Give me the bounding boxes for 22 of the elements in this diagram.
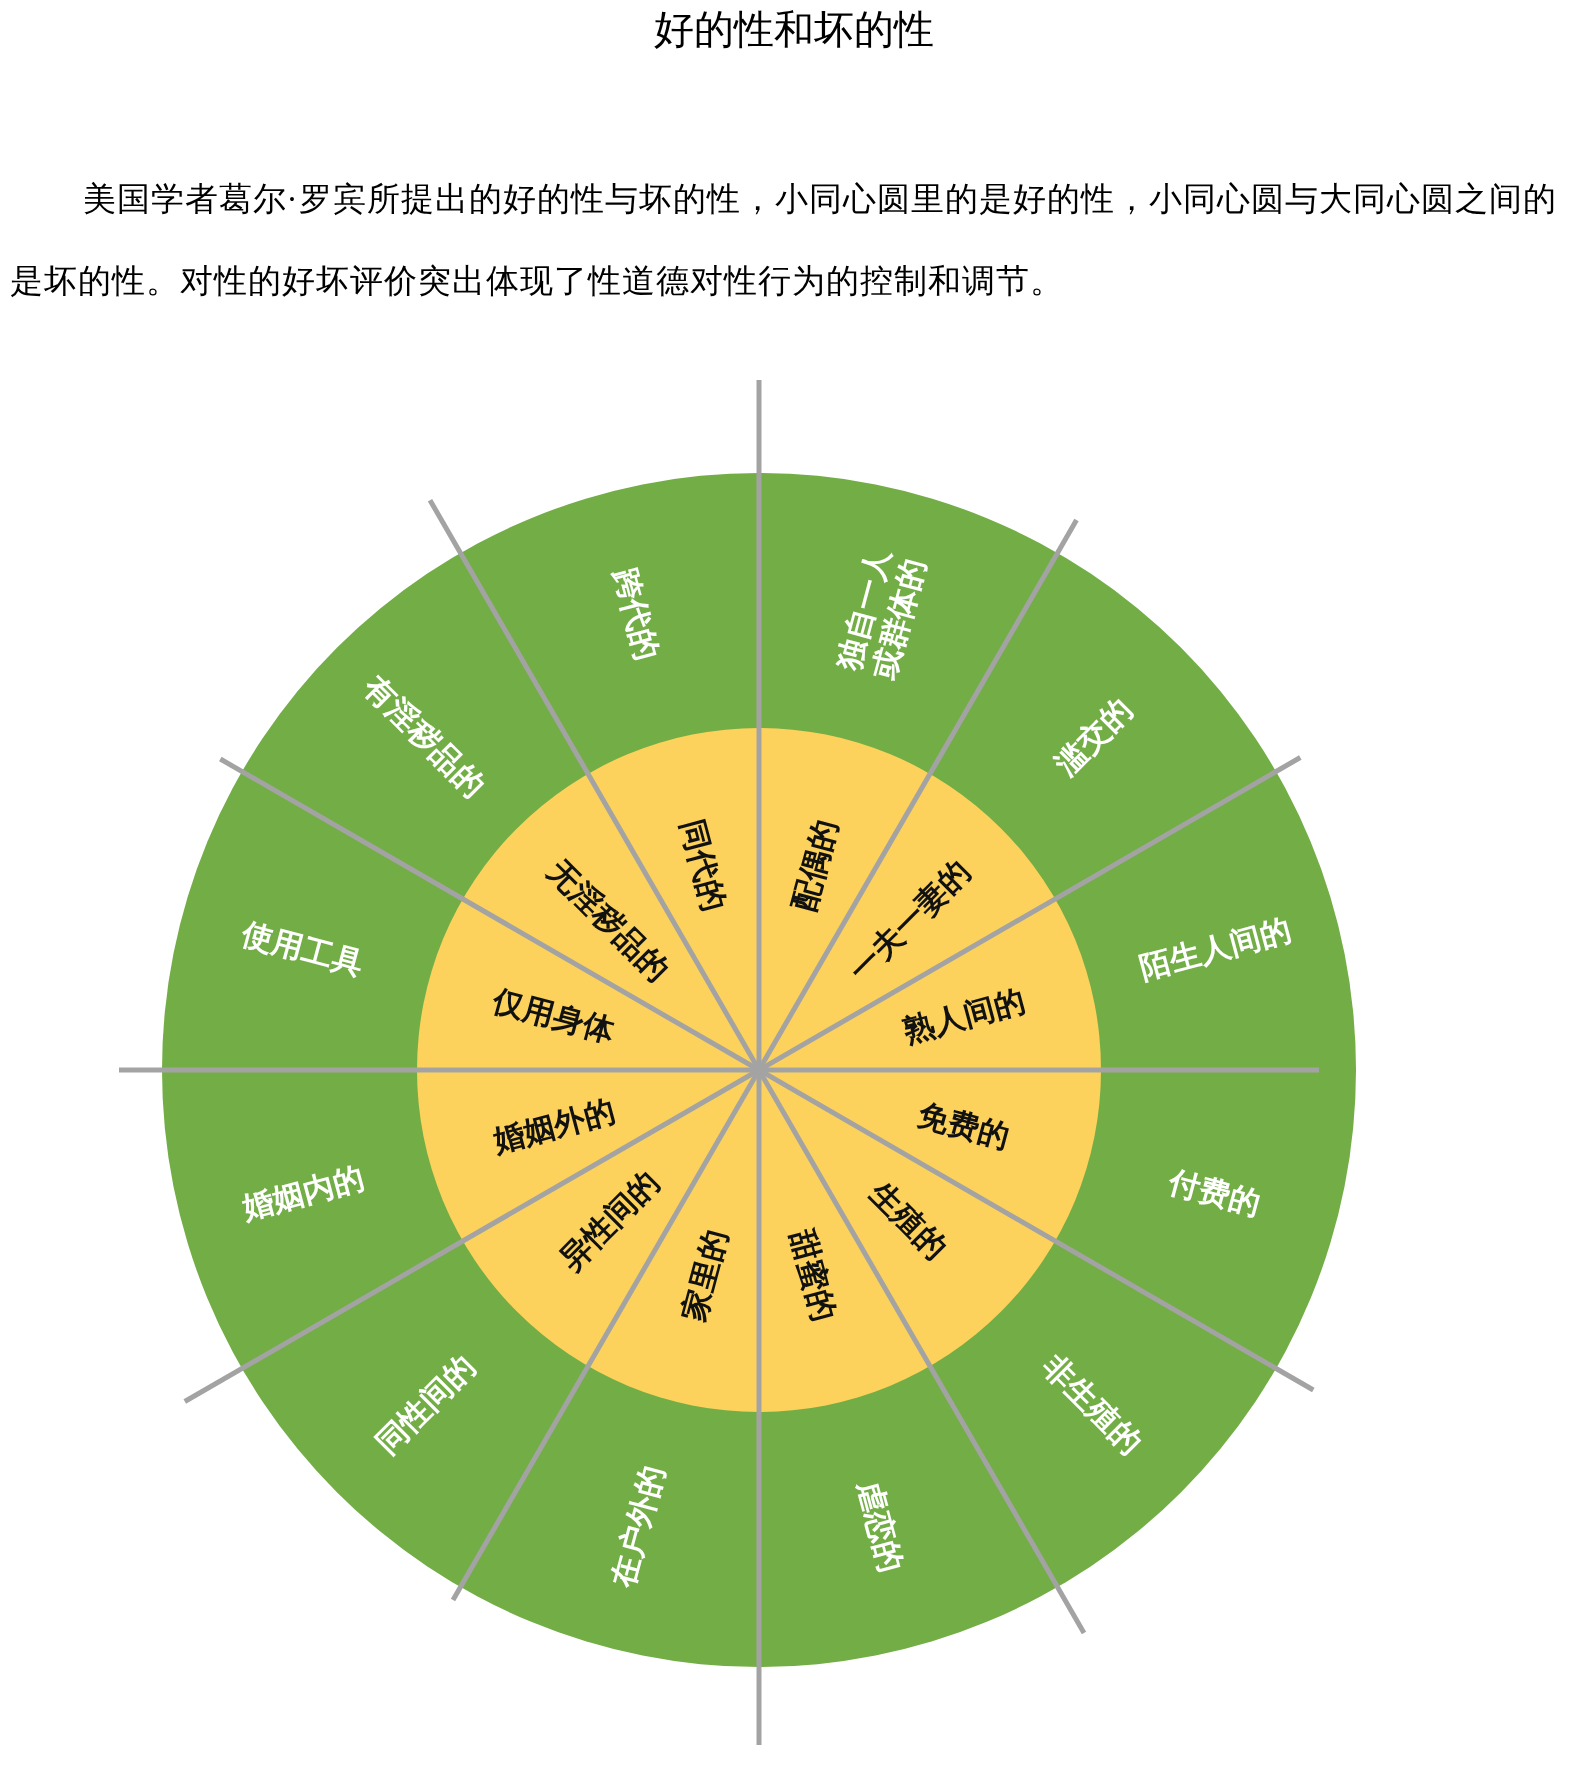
sector-label: 非生殖的 xyxy=(1036,1347,1150,1461)
sector-label: 同性间的 xyxy=(368,1347,482,1461)
sector-label: 有淫秽品的 xyxy=(357,668,493,804)
sector-label: 婚姻内的 xyxy=(238,1158,368,1226)
sector-label: 陌生人间的 xyxy=(1135,910,1295,986)
sector-label: 在户外的 xyxy=(603,1461,671,1591)
sector-label: 免费的 xyxy=(914,1095,1014,1155)
sector-label: 使用工具 xyxy=(238,914,368,982)
sector-label: 异性间的 xyxy=(552,1163,666,1277)
sector-label: 生殖的 xyxy=(863,1174,955,1266)
sector-label: 付费的 xyxy=(1165,1162,1265,1222)
title: 好的性和坏的性 xyxy=(652,6,935,54)
caption: 美国学者葛尔·罗宾所提出的好的性与坏的性，小同心圆里的是好的性，小同心圆与大同心圆之间的是坏的性。对性的好坏评价突出体现了性道德对性行为的控制和调节。 xyxy=(10,180,1558,301)
sector-label: 甜蜜的 xyxy=(784,1225,844,1325)
sector-label: 跨代的 xyxy=(607,564,667,664)
sector-label: 滥交的 xyxy=(1047,690,1139,782)
sector-label: 独自一人或群体的 xyxy=(828,539,934,689)
sector-label: 婚姻外的 xyxy=(489,1091,619,1159)
sector-label: 家里的 xyxy=(674,1225,734,1325)
sector-label: 虐恋的 xyxy=(851,1476,911,1576)
sector-label: 配偶的 xyxy=(784,815,844,915)
sector-label: 同代的 xyxy=(674,815,734,915)
